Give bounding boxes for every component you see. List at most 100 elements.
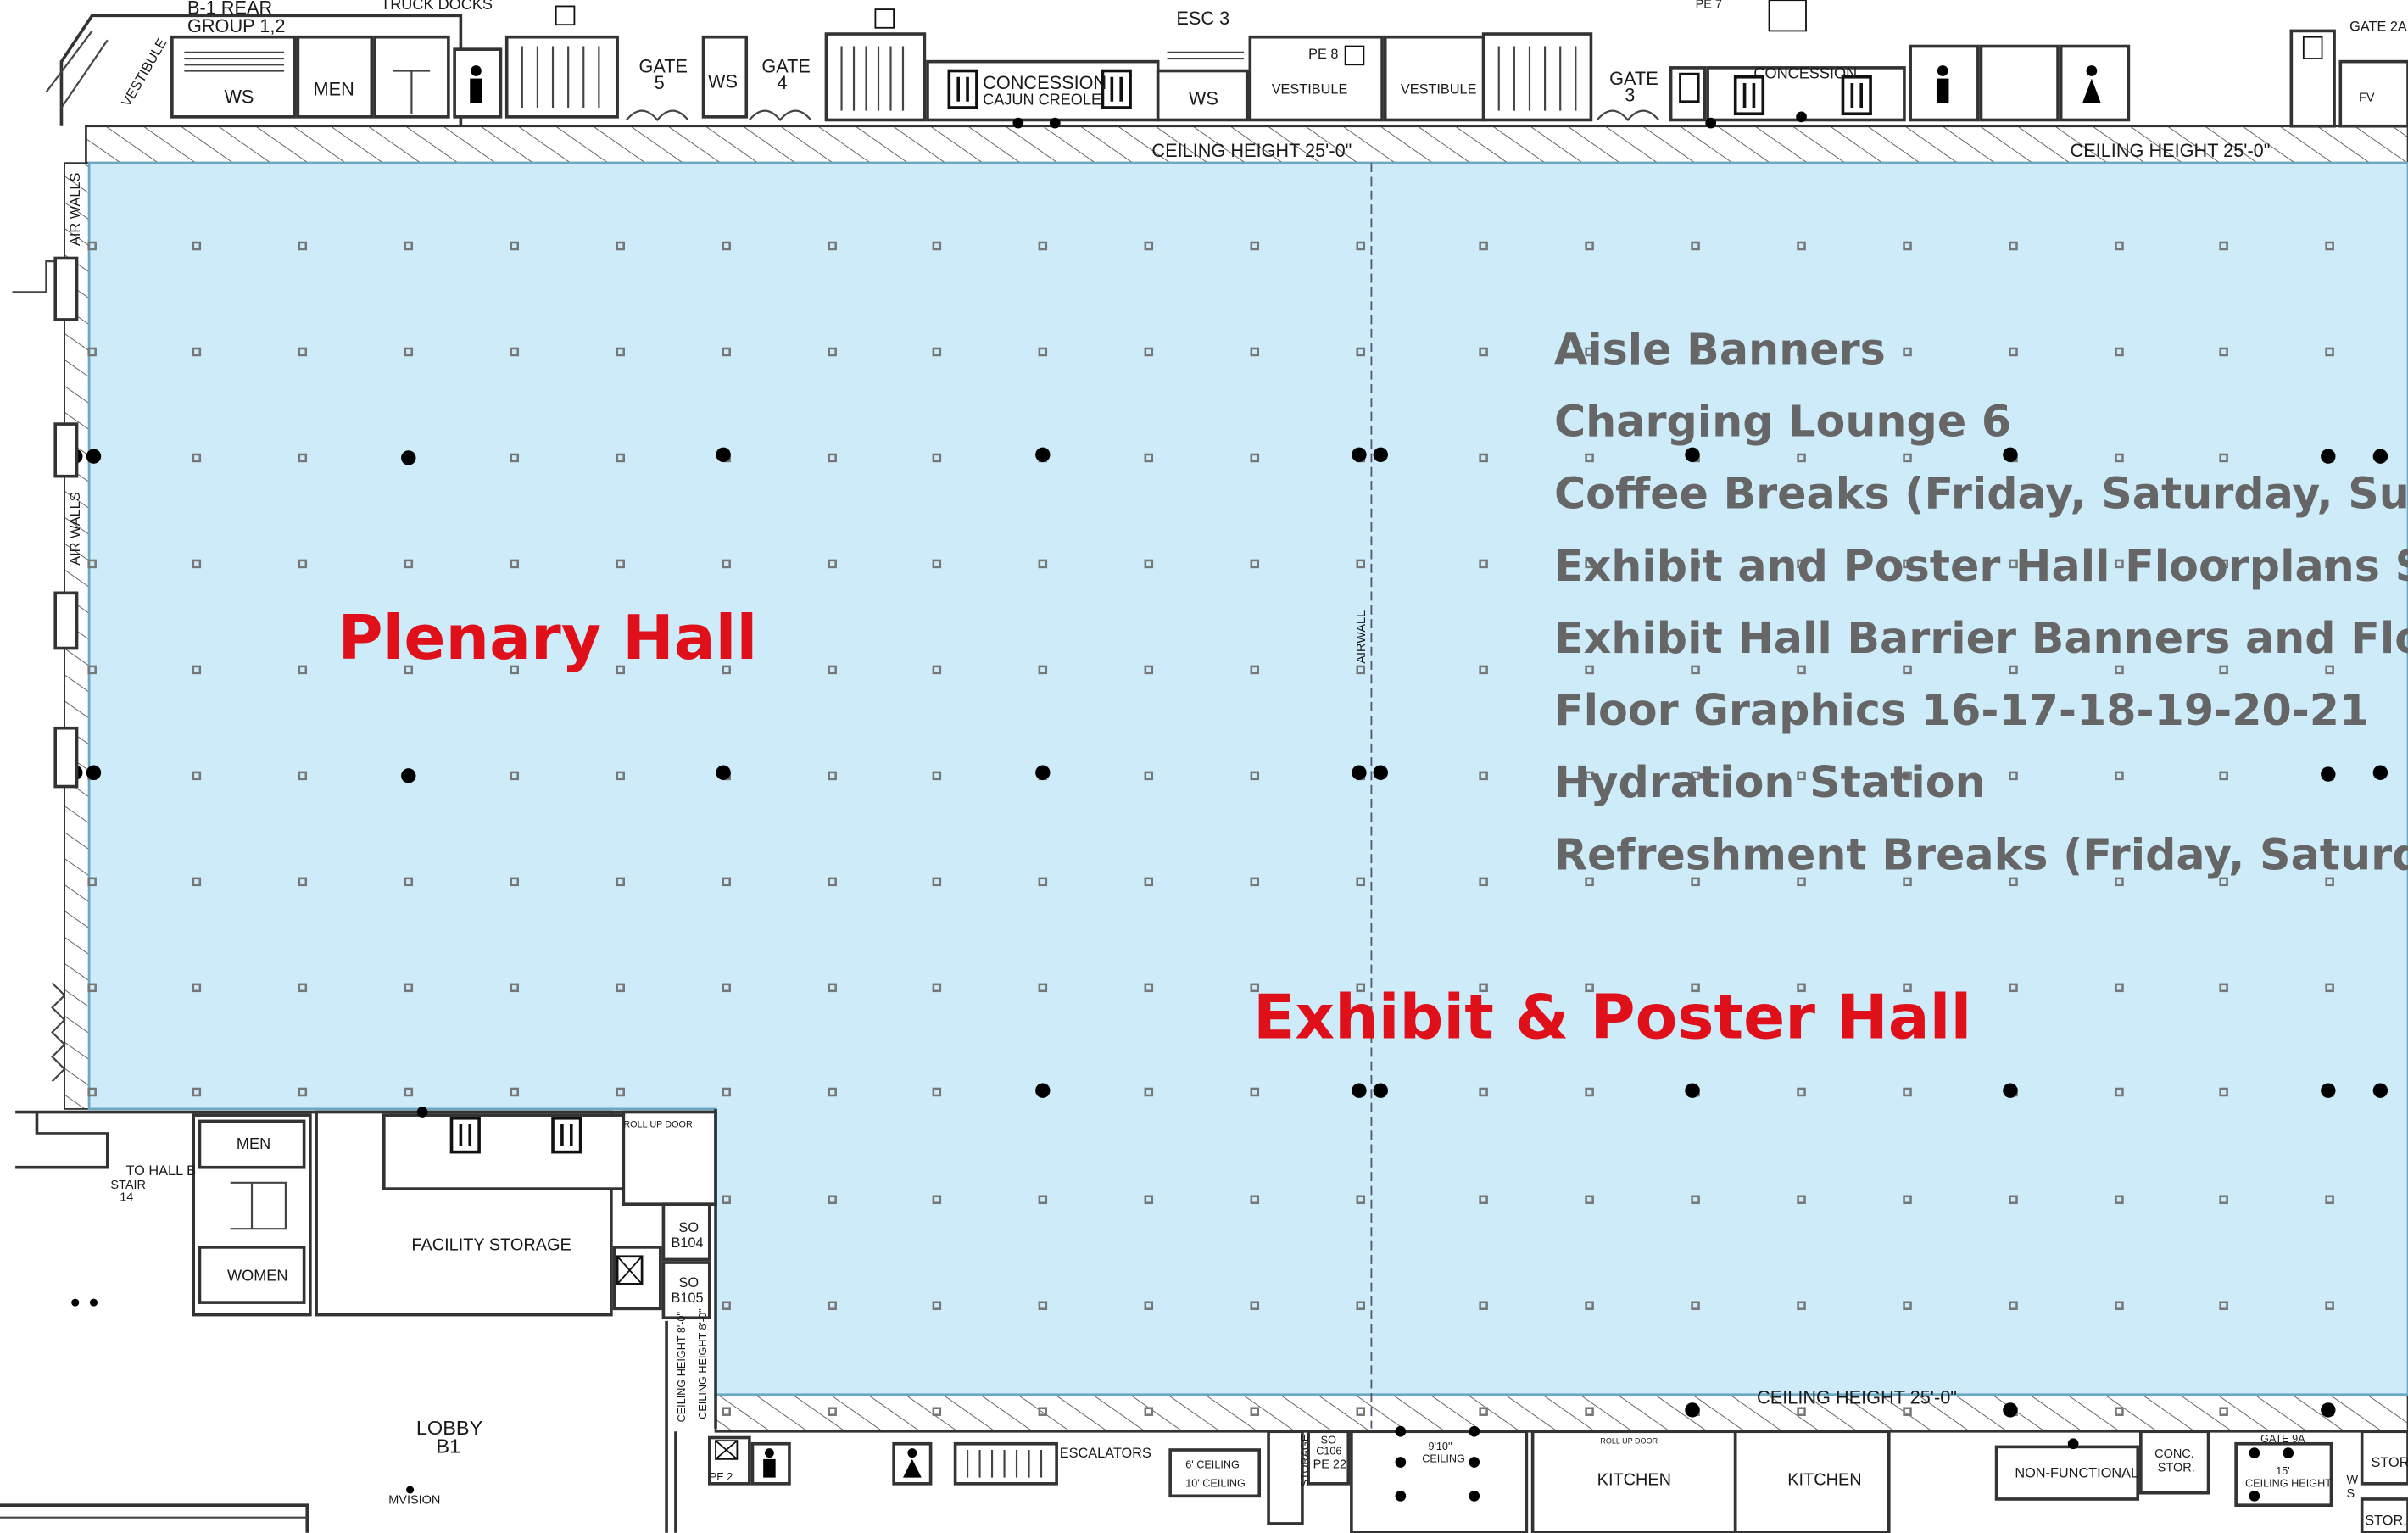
legend-item[interactable]: Refreshment Breaks (Friday, Saturday, Su… [1554,829,2408,879]
grid-marker [932,241,942,251]
legend-item[interactable]: Exhibit and Poster Hall Floorplans Struc… [1554,541,2408,591]
grid-marker [828,1087,837,1097]
plenary-hall-label[interactable]: Plenary Hall [337,603,757,674]
structural-column [716,765,731,780]
label-w: W [2347,1474,2359,1487]
label-group: GROUP 1,2 [187,15,285,36]
restroom-icon [2082,65,2101,103]
restroom-icon [903,1448,922,1478]
grid-marker [1691,1301,1700,1310]
restroom-icon [470,65,482,103]
grid-marker [87,1087,97,1097]
grid-marker [828,241,837,251]
restaurant-icon [1733,75,1765,116]
grid-marker [2219,771,2228,781]
grid-marker [1356,347,1365,357]
label-facility-storage: FACILITY STORAGE [411,1236,571,1255]
structural-column [2372,1083,2388,1098]
grid-marker [616,453,625,463]
grid-marker [1144,1087,1154,1097]
structural-columns [68,447,2388,1418]
legend-item[interactable]: Aisle Banners [1554,324,1886,374]
label-women: WOMEN [227,1268,287,1285]
label-air-walls: AIR WALLS [68,173,83,246]
grid-marker [2219,983,2228,993]
restaurant-icon [1101,69,1132,109]
grid-marker [2009,983,2018,993]
grid-marker [828,1407,837,1416]
label-gate-num: 4 [777,72,787,93]
grid-marker [1356,665,1365,675]
structural-column [2003,447,2018,463]
grid-marker [2115,1195,2124,1205]
structural-column [1035,447,1051,463]
grid-marker [1797,665,1806,675]
grid-marker [1479,665,1488,675]
grid-marker [298,983,308,993]
legend-item[interactable]: Floor Graphics 16-17-18-19-20-21 [1554,685,2369,735]
grid-marker [87,877,97,887]
grid-marker [722,983,731,993]
grid-marker [1691,559,1700,569]
grid-marker [1250,771,1260,781]
grid-marker [1038,1301,1048,1310]
exhibit-hall-label[interactable]: Exhibit & Poster Hall [1253,983,1971,1054]
legend-item[interactable]: Hydration Station [1554,757,1986,807]
grid-marker [510,983,520,993]
grid-marker [2115,453,2124,463]
grid-marker [1038,559,1048,569]
label-concession: CONCESSION [1753,65,1857,82]
grid-marker [1585,1087,1594,1097]
grid-marker [2325,877,2334,887]
grid-marker [1356,877,1365,887]
grid-marker [828,1195,837,1205]
grid-marker [1356,559,1365,569]
grid-marker [2115,559,2124,569]
label-ceiling-height: CEILING HEIGHT 25'-0" [1757,1387,1957,1408]
label-to-hall-b: TO HALL B [126,1163,197,1179]
grid-marker [722,1195,731,1205]
grid-marker [1356,1301,1365,1310]
grid-marker [1585,241,1594,251]
grid-marker [1479,453,1488,463]
grid-marker [828,1301,837,1310]
grid-marker [2219,347,2228,357]
grid-marker [2325,347,2334,357]
grid-marker [1479,559,1488,569]
grid-marker [1903,347,1912,357]
elevator-icon [715,1440,739,1460]
grid-marker [2115,347,2124,357]
grid-marker [510,877,520,887]
grid-marker [828,983,837,993]
label-ceiling-8: CEILING HEIGHT 8'-0" [697,1308,709,1419]
legend-item[interactable]: Charging Lounge 6 [1554,397,2011,447]
grid-marker [1903,453,1912,463]
grid-marker [616,771,625,781]
grid-marker [404,241,414,251]
grid-marker [2009,665,2018,675]
label-stor: STOR. [2365,1513,2407,1529]
grid-marker [298,665,308,675]
grid-marker [1585,983,1594,993]
grid-marker [1585,559,1594,569]
grid-marker [932,1407,942,1416]
structural-column [2321,766,2336,782]
grid-marker [1585,771,1594,781]
label-pe22: PE 22 [1313,1458,1346,1472]
grid-marker [1038,241,1048,251]
legend-item[interactable]: Exhibit Hall Barrier Banners and Floor G… [1554,613,2408,663]
label-non-functional: NON-FUNCTIONAL [2015,1466,2138,1481]
label-so: SO [1321,1435,1336,1447]
grid-marker [616,665,625,675]
label-ceiling-height: CEILING HEIGHT 25'-0" [2071,140,2271,161]
room-labels: B-1 REAR GROUP 1,2 TRUCK DOCKS VESTIBULE… [68,0,2408,1529]
bottom-wall-band [714,1393,2408,1433]
grid-marker [1691,241,1700,251]
grid-marker [2325,241,2334,251]
grid-marker [2009,559,2018,569]
legend-item[interactable]: Coffee Breaks (Friday, Saturday, Sunday) [1554,469,2408,519]
grid-marker [404,983,414,993]
grid-marker [1144,1301,1154,1310]
grid-marker [2009,241,2018,251]
top-wall-band [85,125,2408,164]
